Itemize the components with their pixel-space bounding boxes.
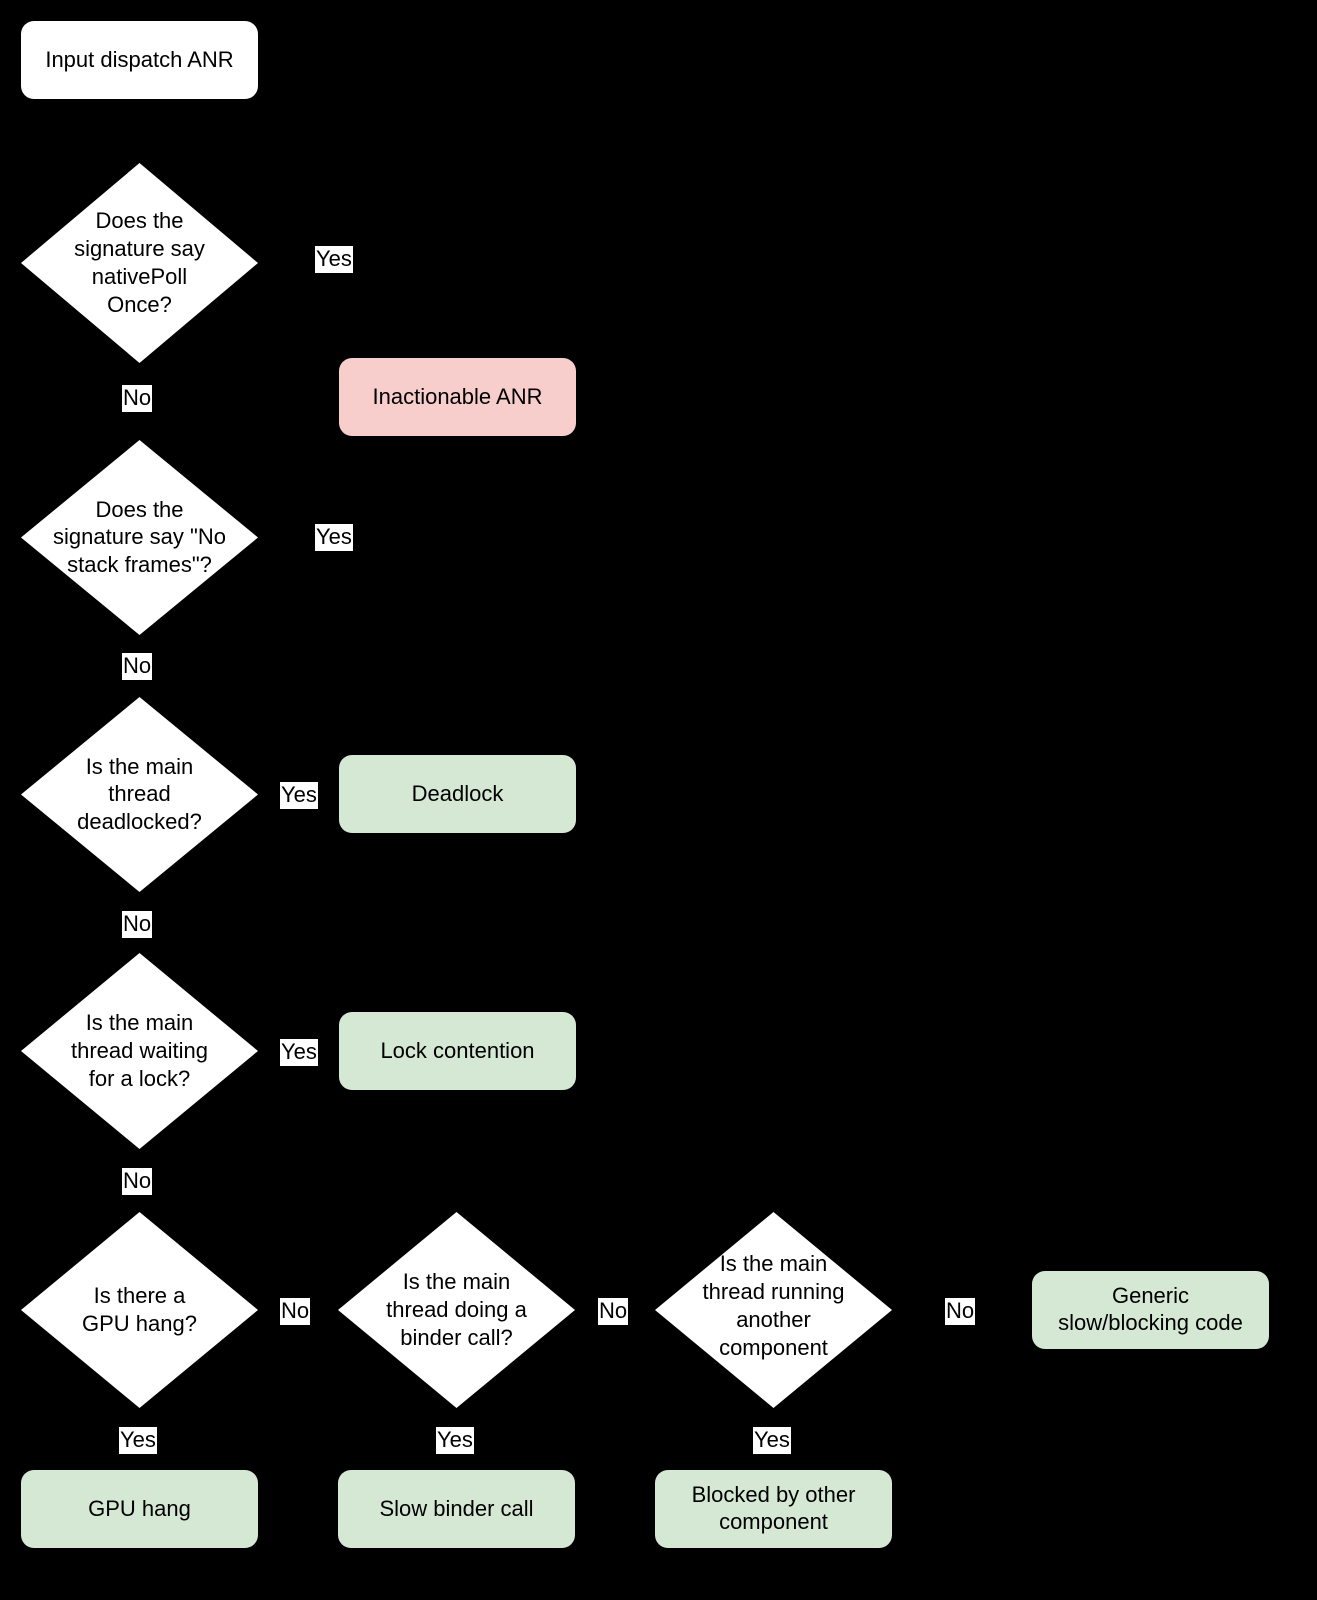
- diamond-shape: [21, 440, 258, 635]
- node-decision-gpu-hang[interactable]: Is there a GPU hang?: [21, 1212, 258, 1408]
- node-lock-contention[interactable]: Lock contention: [339, 1012, 576, 1090]
- edge-label-d5-yes: Yes: [119, 1427, 157, 1454]
- node-decision-main-thread-deadlocked[interactable]: Is the main thread deadlocked?: [21, 697, 258, 892]
- node-blocked-by-other-component[interactable]: Blocked by other component: [655, 1470, 892, 1548]
- edge-label-d3-yes: Yes: [280, 782, 318, 809]
- edge-label-d4-yes: Yes: [280, 1039, 318, 1066]
- edge-label-d5-no: No: [280, 1298, 311, 1325]
- edge-label-d3-no: No: [122, 911, 153, 938]
- diamond-shape: [338, 1212, 575, 1408]
- diamond-shape: [21, 953, 258, 1149]
- node-inactionable-anr[interactable]: Inactionable ANR: [339, 358, 576, 436]
- edge-label-d6-no: No: [598, 1298, 629, 1325]
- node-decision-nativepollonce[interactable]: Does the signature say nativePoll Once?: [21, 163, 258, 363]
- edge-label-d7-no: No: [945, 1298, 976, 1325]
- node-deadlock[interactable]: Deadlock: [339, 755, 576, 833]
- diamond-shape: [21, 1212, 258, 1408]
- diamond-shape: [21, 163, 258, 363]
- node-decision-running-another-component[interactable]: Is the main thread running another compo…: [655, 1212, 892, 1408]
- edge-label-d2-no: No: [122, 653, 153, 680]
- node-decision-no-stack-frames[interactable]: Does the signature say "No stack frames"…: [21, 440, 258, 635]
- node-decision-waiting-for-lock[interactable]: Is the main thread waiting for a lock?: [21, 953, 258, 1149]
- diamond-shape: [21, 697, 258, 892]
- edge-label-d1-yes: Yes: [315, 246, 353, 273]
- node-gpu-hang[interactable]: GPU hang: [21, 1470, 258, 1548]
- node-input-dispatch-anr[interactable]: Input dispatch ANR: [21, 21, 258, 99]
- node-decision-binder-call[interactable]: Is the main thread doing a binder call?: [338, 1212, 575, 1408]
- edge-label-d6-yes: Yes: [436, 1427, 474, 1454]
- edge-label-d4-no: No: [122, 1168, 153, 1195]
- edge-label-d7-yes: Yes: [753, 1427, 791, 1454]
- edge-label-d2-yes: Yes: [315, 524, 353, 551]
- node-generic-slow-blocking-code[interactable]: Generic slow/blocking code: [1032, 1271, 1269, 1349]
- edge-label-d1-no: No: [122, 385, 153, 412]
- diamond-shape: [655, 1212, 892, 1408]
- node-slow-binder-call[interactable]: Slow binder call: [338, 1470, 575, 1548]
